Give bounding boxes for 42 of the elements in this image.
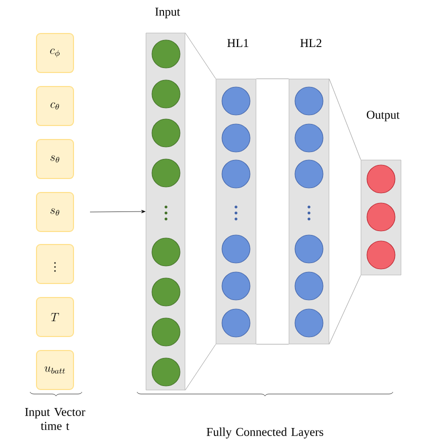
- variable-box: $s_{\theta}$: [36, 192, 74, 232]
- connector-line: [185, 32, 216, 79]
- neuron-circle: [152, 358, 180, 386]
- neuron-circle: [152, 318, 180, 346]
- layer-title: Output: [366, 110, 400, 122]
- neuron-circle: [152, 40, 180, 68]
- neuron-circle: [222, 308, 250, 338]
- neuron-circle: [152, 80, 180, 108]
- neuron-circle: [294, 86, 324, 116]
- caption-text: Fully Connected Layers: [206, 428, 324, 438]
- connector-line: [329, 275, 361, 344]
- variable-box: $\vdots$: [36, 244, 74, 284]
- neuron-circle: [222, 124, 250, 152]
- layer-title: HL1: [227, 39, 248, 47]
- neuron-circle: [222, 272, 250, 300]
- neuron-circle: [366, 164, 396, 194]
- variable-box: $s_{\theta}$: [36, 139, 74, 179]
- neuron-circle: [294, 234, 324, 264]
- neuron-circle: [152, 158, 180, 188]
- variable-box: $c_{\phi}$: [36, 33, 74, 73]
- neuron-circle: [294, 308, 324, 338]
- arrow: [90, 210, 146, 214]
- neuron-circle: [222, 86, 250, 116]
- neuron-circle: [294, 160, 324, 188]
- connector-line: [329, 78, 361, 160]
- connector-line: [256, 78, 289, 79]
- variable-box: $T$: [36, 297, 74, 337]
- neuron-circle: [294, 124, 324, 152]
- neuron-circle: [366, 202, 396, 232]
- connector-line: [185, 344, 216, 390]
- neuron-circle: [222, 234, 250, 264]
- neuron-circle: [222, 160, 250, 188]
- neuron-circle: [366, 240, 396, 270]
- neuron-circle: [152, 238, 180, 266]
- neuron-circle: [152, 118, 180, 148]
- layer-title: HL2: [300, 39, 322, 47]
- neuron-circle: [294, 272, 324, 300]
- layer-title: Input: [155, 8, 180, 18]
- variable-box: $u_{batt}$: [36, 350, 74, 390]
- caption-text: Input Vector time t: [25, 408, 86, 430]
- neuron-circle: [152, 278, 180, 306]
- variable-box: $c_{\theta}$: [36, 86, 74, 126]
